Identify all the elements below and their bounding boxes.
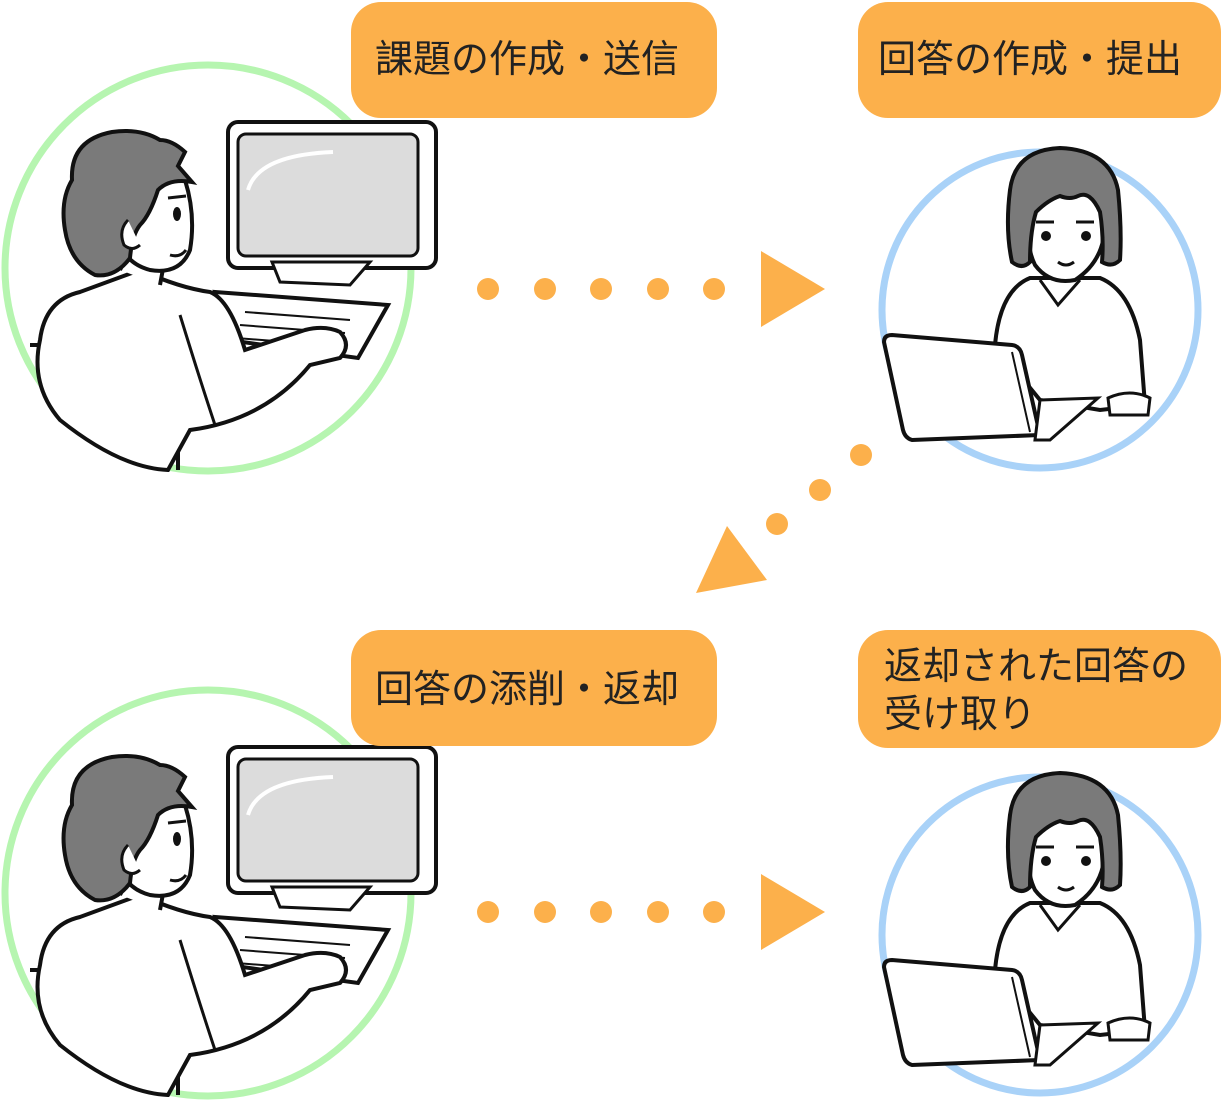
teacher-desktop-illustration-bottom — [5, 690, 436, 1096]
label-create-send-text: 課題の作成・送信 — [375, 37, 680, 81]
label-receive-line1: 返却された回答の — [884, 644, 1189, 688]
label-create-send: 課題の作成・送信 — [351, 2, 717, 118]
label-receive: 返却された回答の 受け取り — [858, 630, 1221, 748]
dotted-arrow-bottom-icon — [477, 874, 825, 950]
student-laptop-illustration-bottom — [882, 773, 1198, 1093]
dotted-arrow-diagonal-icon — [696, 444, 872, 593]
teacher-desktop-illustration-top — [5, 65, 436, 471]
student-laptop-illustration-top — [882, 148, 1198, 468]
label-answer-submit-text: 回答の作成・提出 — [878, 37, 1183, 81]
label-correct-return-text: 回答の添削・返却 — [375, 667, 680, 711]
label-receive-line2: 受け取り — [884, 692, 1037, 736]
label-answer-submit: 回答の作成・提出 — [858, 2, 1221, 118]
label-correct-return: 回答の添削・返却 — [351, 630, 717, 746]
dotted-arrow-top-icon — [477, 251, 825, 327]
